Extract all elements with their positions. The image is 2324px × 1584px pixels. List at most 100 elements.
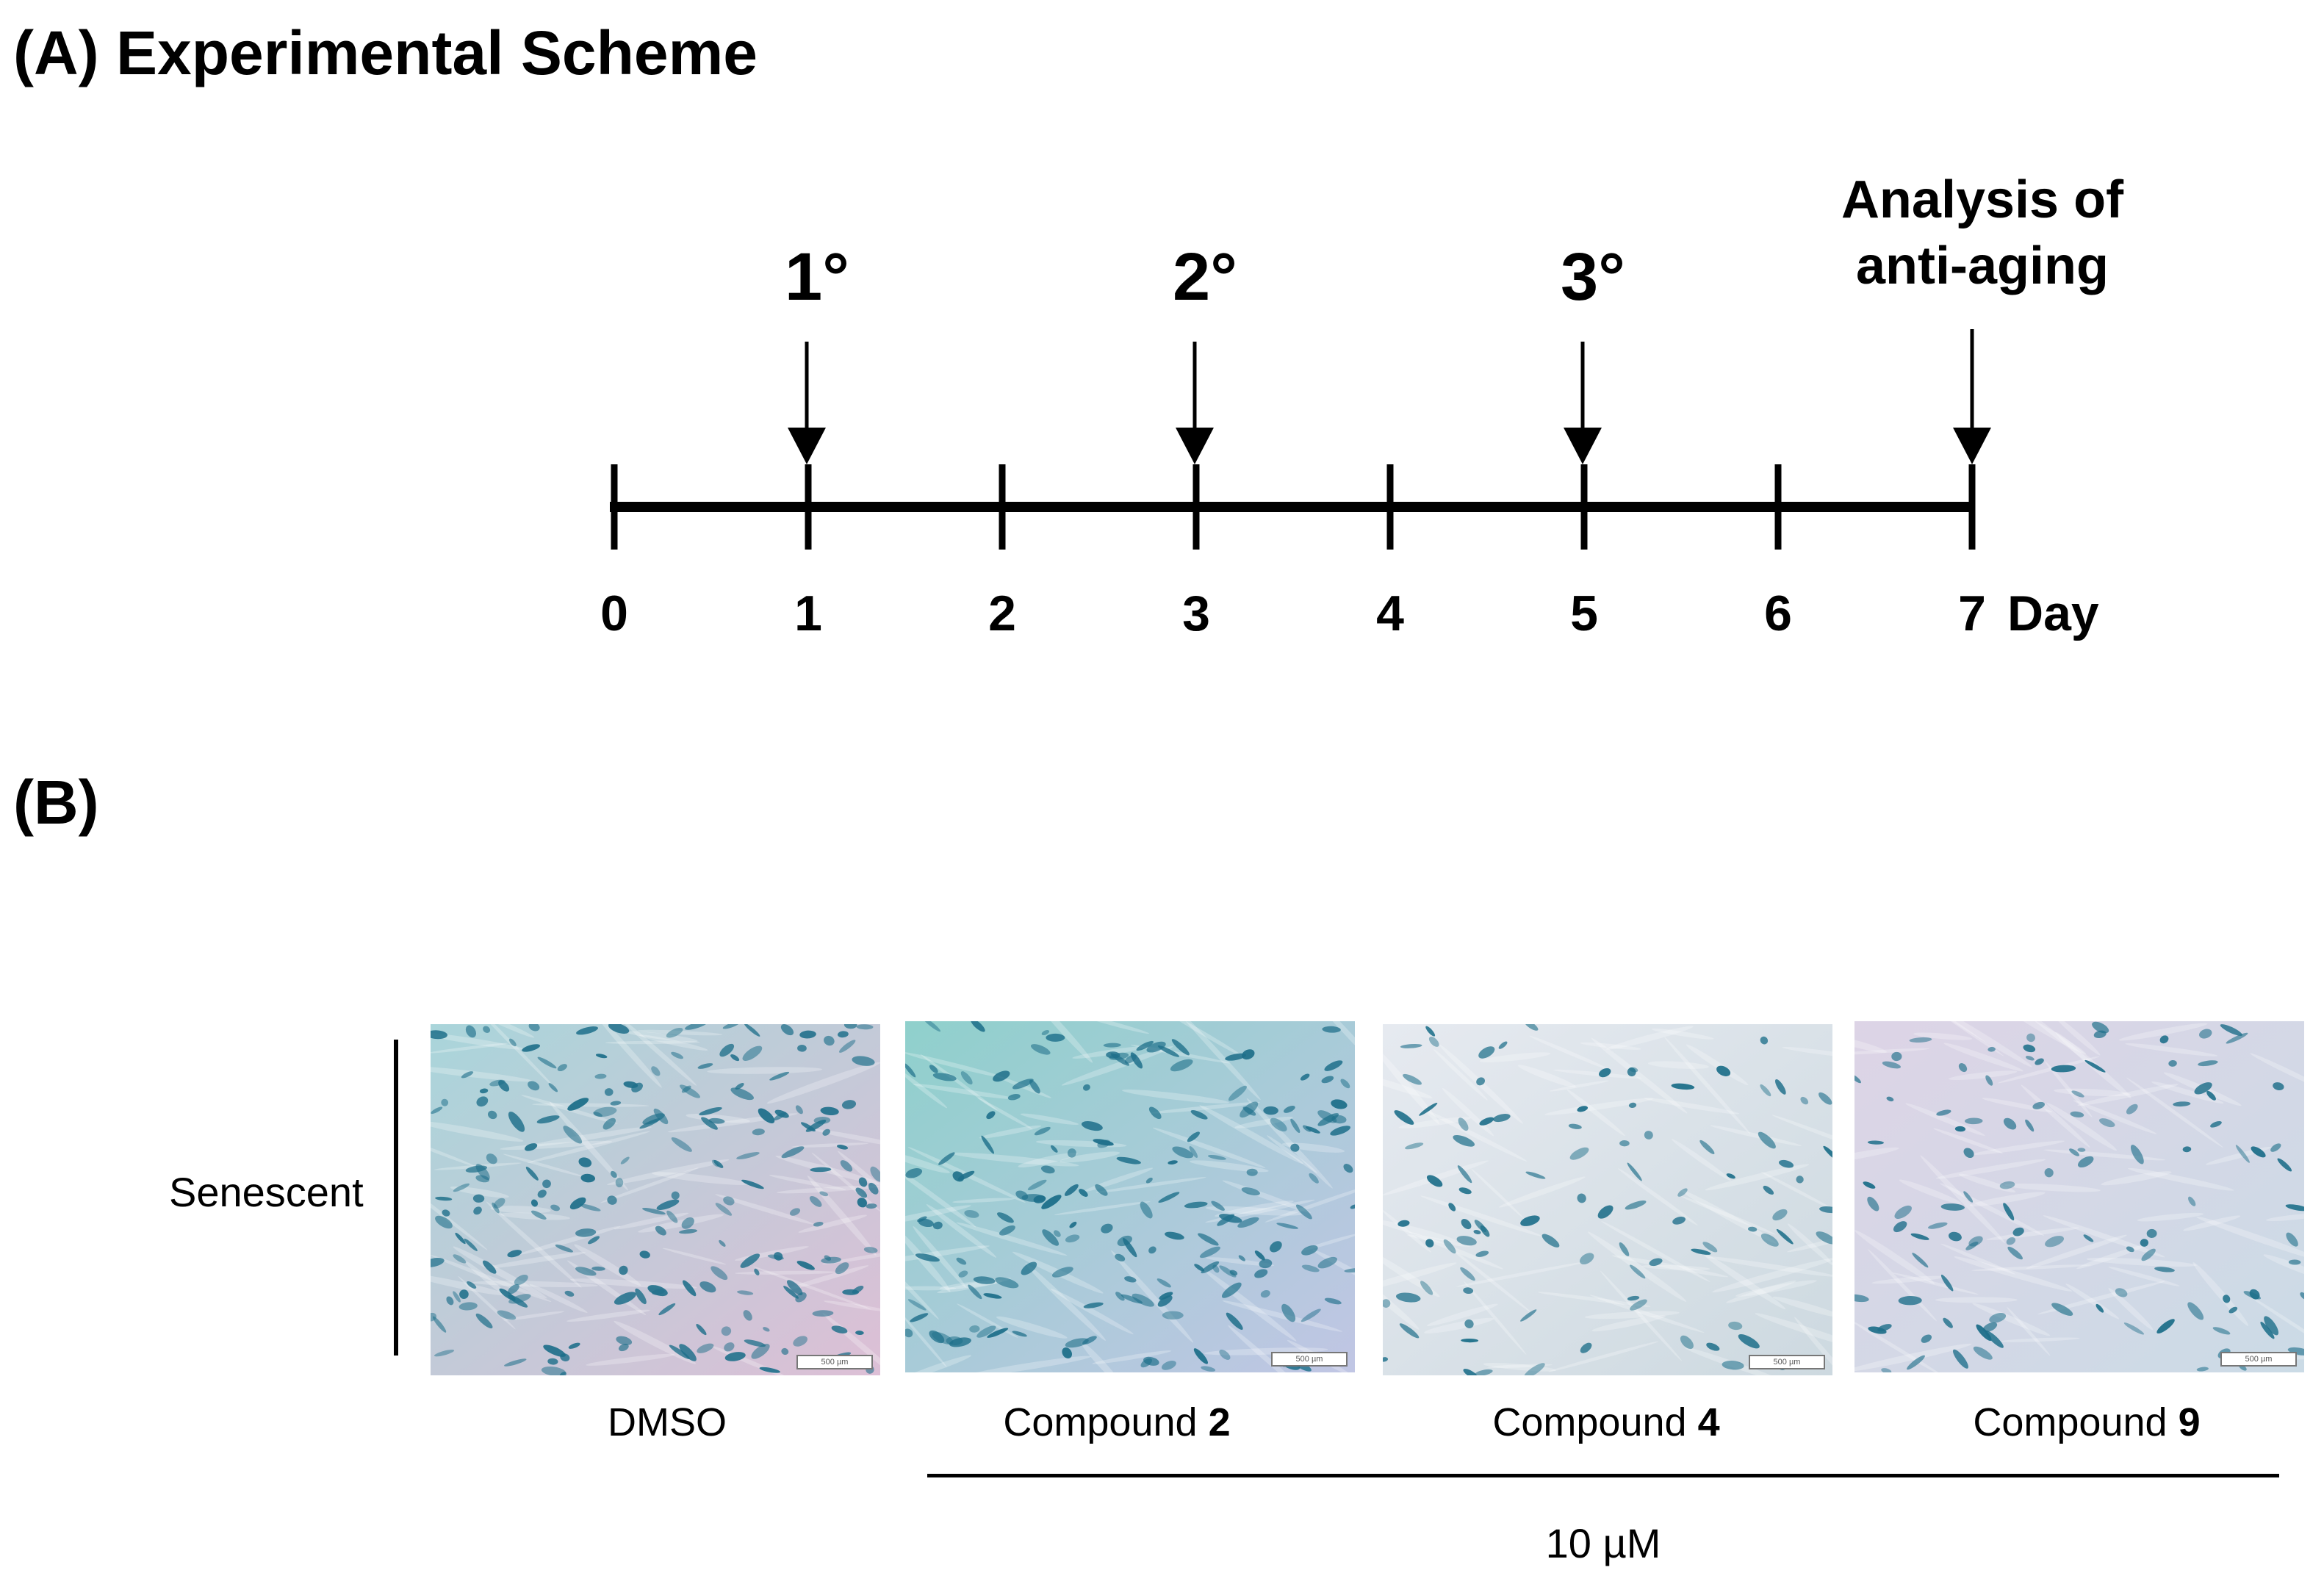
caption-prefix: DMSO (608, 1400, 727, 1444)
stained-cell (1525, 1171, 1546, 1179)
stained-cell (537, 1189, 547, 1198)
stained-cell (1124, 1276, 1137, 1283)
stained-cell (1270, 1117, 1287, 1132)
stained-cell (639, 1118, 661, 1129)
stained-cell (1399, 1323, 1420, 1339)
stained-cell (453, 1254, 467, 1264)
stained-cell (1187, 1131, 1200, 1142)
stained-cell (786, 1280, 803, 1295)
stained-cell (2223, 1295, 2231, 1303)
stained-cell (1012, 1079, 1034, 1090)
micrograph-2: 500 µm (905, 1021, 1355, 1372)
stained-cell (1963, 1148, 1974, 1159)
stained-cell (1936, 1109, 1951, 1116)
stained-cell (1145, 1177, 1153, 1184)
stained-cell (1479, 1117, 1494, 1126)
stained-cell (1027, 1179, 1047, 1191)
stained-cell (1630, 1299, 1647, 1311)
micrograph-background (905, 1021, 1355, 1372)
stained-cell (2115, 1288, 2128, 1297)
stained-cell (1079, 1189, 1088, 1197)
stained-cell (595, 1054, 608, 1059)
stained-cell (475, 1175, 490, 1183)
stained-cell (2159, 1035, 2169, 1044)
stained-cell (537, 1056, 557, 1069)
stained-cell (1460, 1267, 1475, 1281)
stained-cell (642, 1207, 666, 1215)
stained-cell (2277, 1158, 2292, 1172)
stained-cell (964, 1209, 979, 1218)
stained-cell (528, 1081, 540, 1091)
stained-cell (666, 1027, 683, 1038)
stained-cell (1954, 1126, 1966, 1132)
stained-cell (1987, 1047, 1996, 1052)
stained-cell (2243, 1291, 2262, 1300)
row-bracket (394, 1040, 398, 1356)
stained-cell (1012, 1331, 1027, 1337)
stained-cell (1728, 1321, 1743, 1331)
stained-cell (2051, 1065, 2076, 1073)
stained-cell (1030, 1044, 1051, 1055)
stained-cell (1302, 1125, 1312, 1132)
stained-cell (1464, 1319, 1474, 1328)
stained-cell (435, 1196, 453, 1201)
stained-cell (1021, 1261, 1037, 1275)
stained-cell (1854, 1074, 1861, 1084)
stained-cell (594, 1073, 607, 1079)
stained-cell (1157, 1045, 1180, 1057)
stained-cell (1520, 1309, 1537, 1322)
stained-cell (2071, 1090, 2084, 1098)
stained-cell (1219, 1214, 1242, 1223)
stained-cell (805, 1120, 827, 1132)
stained-cell (1816, 1231, 1832, 1245)
stained-cell (1763, 1185, 1774, 1195)
stained-cell (620, 1156, 630, 1164)
stained-cell (1458, 1117, 1469, 1131)
stained-cell (1478, 1046, 1495, 1059)
analysis-arrow (1953, 329, 1991, 464)
stained-cell (431, 1030, 447, 1040)
stained-cell (1779, 1159, 1794, 1168)
day-label: 4 (1376, 586, 1404, 641)
stained-cell (839, 1040, 856, 1053)
stained-cell (1699, 1140, 1715, 1155)
stained-cell (1281, 1303, 1296, 1322)
stained-cell (2051, 1303, 2073, 1316)
stained-cell (868, 1182, 879, 1195)
stained-cell (2228, 1306, 2238, 1314)
stained-cell (1475, 1369, 1493, 1375)
stained-cell (1259, 1259, 1273, 1269)
caption-prefix: Compound (1492, 1400, 1698, 1444)
stained-cell (744, 1339, 766, 1347)
stained-cell (522, 1044, 541, 1052)
stained-cell (2226, 1032, 2248, 1044)
stained-cell (1246, 1168, 1258, 1176)
stained-cell (504, 1358, 527, 1367)
stained-cell (995, 1277, 1019, 1289)
stained-cell (1475, 1250, 1489, 1257)
stained-cell (1426, 1175, 1443, 1187)
stained-cell (999, 1225, 1015, 1236)
stained-cell (1283, 1105, 1295, 1113)
stained-cell (905, 1328, 913, 1338)
stained-cell (1161, 1361, 1176, 1370)
stained-cell (1015, 1190, 1029, 1200)
stained-cell (1473, 1230, 1481, 1234)
stained-cell (1148, 1246, 1156, 1254)
stained-cell (2264, 1316, 2279, 1336)
stained-cell (2285, 1204, 2304, 1212)
stained-cell (557, 1064, 567, 1072)
timeline-ticks (611, 464, 1976, 550)
stained-cell (555, 1244, 573, 1253)
stained-cell (1893, 1221, 1907, 1233)
stained-cell (1064, 1184, 1079, 1196)
stained-cell (932, 1073, 957, 1081)
stained-cell (1193, 1348, 1209, 1364)
stained-cell (2300, 1292, 2304, 1300)
stained-cell (956, 1257, 967, 1265)
stained-cell (479, 1088, 489, 1094)
stained-cell (1677, 1188, 1688, 1197)
stained-cell (1818, 1092, 1832, 1105)
stained-cell (476, 1096, 489, 1107)
stained-cell (938, 1152, 955, 1165)
